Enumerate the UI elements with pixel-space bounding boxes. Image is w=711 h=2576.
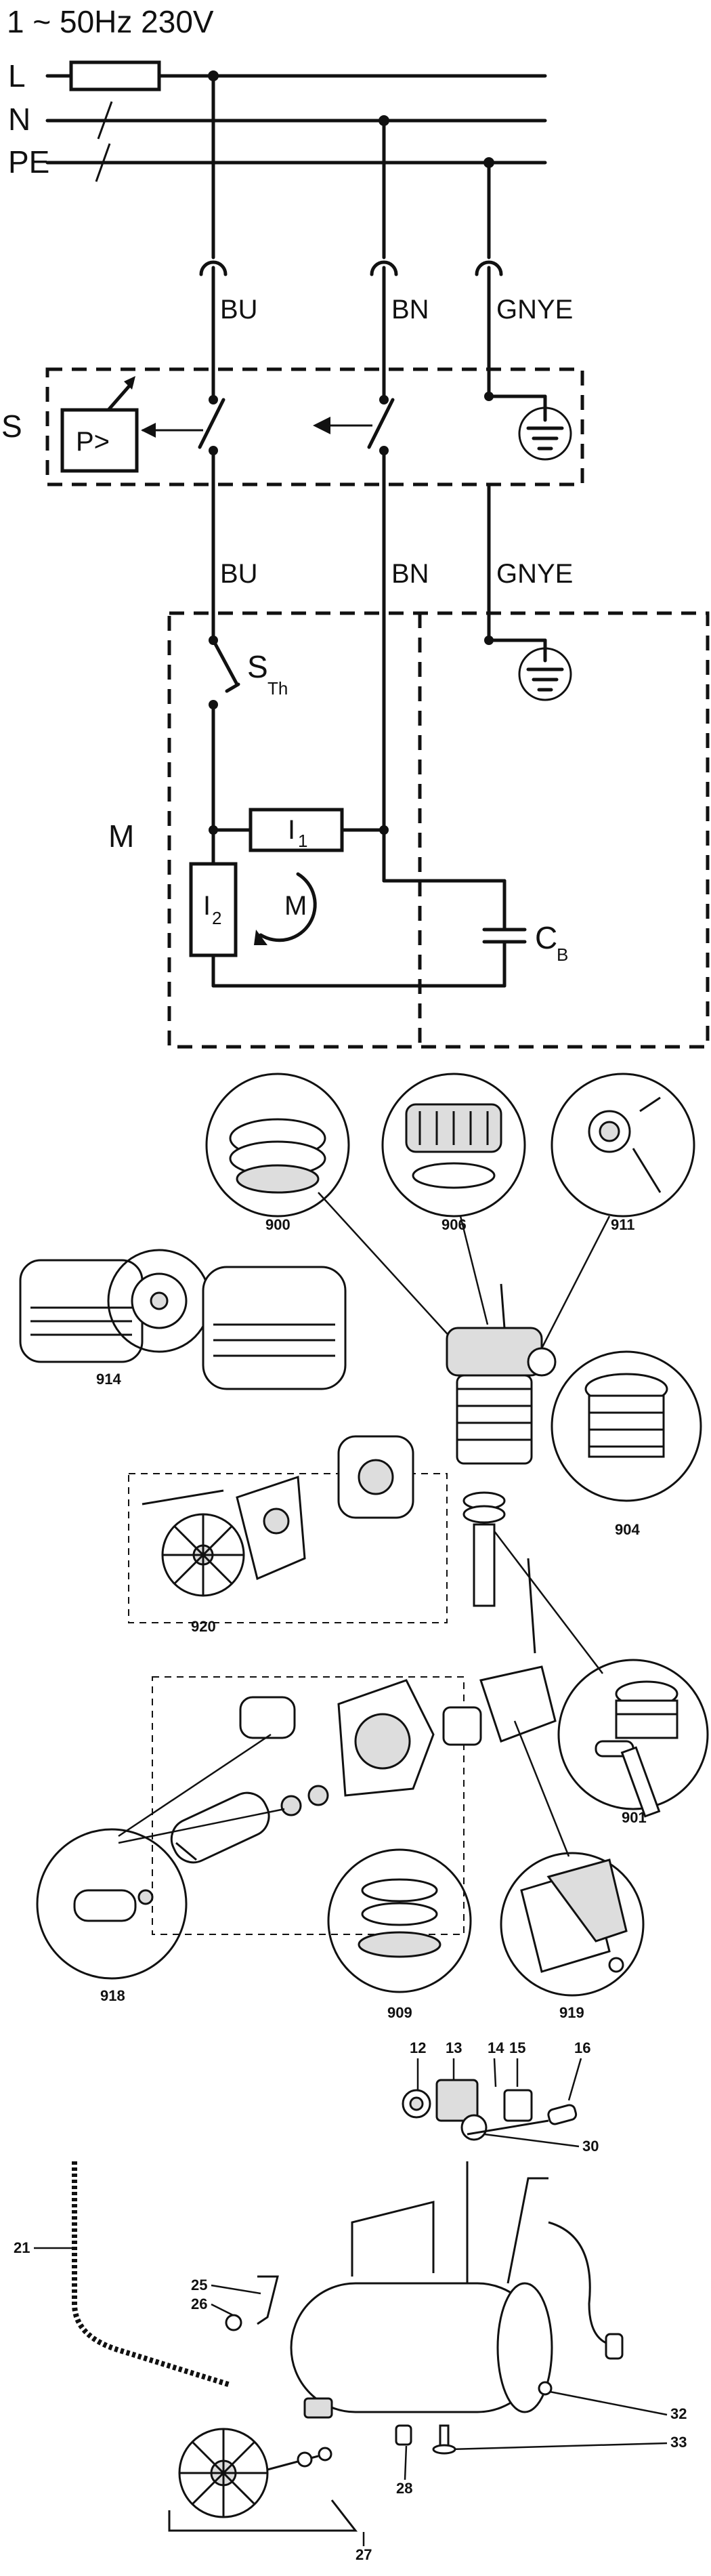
motor-block-outline [167,611,710,1049]
callout-label-904: 904 [615,1521,640,1538]
part-label-27: 27 [356,2546,372,2563]
pressure-switch [435,2079,479,2122]
callout-label-900: 900 [265,1216,290,1233]
regulator [503,2089,533,2122]
wiring-schematic: 1 ~ 50Hz 230V L N PE BU BN GNYE S P> [1,4,710,1049]
part-label-32: 32 [670,2405,687,2422]
callout-label-911: 911 [611,1216,635,1233]
part-label-12: 12 [410,2039,426,2056]
pressure-switch-arrow [106,381,134,412]
wire-label-gnye-bottom: GNYE [496,559,573,589]
earth-symbol-motor [518,647,572,701]
thermal-switch-sub: Th [267,678,288,699]
callout-901: 901 [494,1531,709,1826]
callout-label-918: 918 [100,1987,125,2004]
callout-919: 919 [500,1720,645,2021]
tank-foot [303,2397,333,2419]
winding-i1-label: I [288,815,295,845]
part-label-16: 16 [574,2039,590,2056]
part-label-26: 26 [191,2295,207,2312]
wire-label-bu-top: BU [220,295,258,325]
motor-block-label: M [108,818,134,854]
callout-904: 904 [551,1350,702,1538]
plug-contact-bn [370,260,398,276]
thermal-switch-label: S [247,649,268,684]
switch-block-outline [45,367,584,486]
power-plug [605,2333,624,2360]
air-hose [72,2161,232,2388]
frame-handle [507,2177,548,2284]
winding-i1 [249,808,344,852]
earth-symbol-switch [518,407,572,461]
wheel-kit-bracket [168,2499,358,2532]
motor-rotation-arrow [259,872,317,942]
supply-label: 1 ~ 50Hz 230V [7,4,214,39]
callout-914: 914 [19,1249,347,1390]
motor-bracket [351,2201,435,2277]
wire-label-bu-bottom: BU [220,559,258,589]
callout-906: 906 [381,1073,526,1233]
part-label-30: 30 [582,2138,599,2155]
winding-i2-sub: 2 [212,908,221,928]
pressure-switch-box [60,408,139,473]
callout-920: 920 [128,1435,448,1635]
part-label-15: 15 [509,2039,525,2056]
part-label-33: 33 [670,2434,687,2451]
switch-contact-n [367,398,395,449]
wire-label-bn-top: BN [391,295,429,325]
part-label-13: 13 [446,2039,462,2056]
part-label-14: 14 [488,2039,504,2056]
plug-contact-bu [199,260,228,276]
winding-i2-label: I [203,891,211,921]
switch-block-label: S [1,409,22,444]
part-label-25: 25 [191,2277,207,2293]
part-label-28: 28 [396,2480,412,2497]
part-label-21: 21 [14,2239,30,2256]
motor-symbol-label: M [284,891,307,921]
callout-900: 900 [205,1073,350,1233]
crankcase-motor [152,1558,557,1935]
callout-label-914: 914 [96,1371,121,1388]
line-n-slash [97,101,113,140]
line-label-n: N [8,102,30,137]
capacitor-label: C [535,920,557,955]
callout-909: 909 [327,1848,472,2021]
power-cord [548,2221,610,2346]
line-label-pe: PE [8,144,49,180]
callout-911: 911 [551,1073,695,1233]
switch-contact-l [198,398,225,449]
plug-contact-gnye [475,260,503,276]
callout-label-920: 920 [191,1618,216,1635]
wire-label-bn-bottom: BN [391,559,429,589]
line-label-l: L [8,58,26,94]
callout-label-901: 901 [622,1809,647,1826]
handle-part [257,2275,279,2325]
wheel-kit [178,2428,332,2518]
pressure-switch-label: P> [76,427,110,457]
compressor-exploded-view: 900 906 911 [19,1073,709,2021]
fuse-symbol [69,60,161,91]
capacitor-sub: B [557,944,568,965]
cylinder-assembly [318,1192,611,1607]
callout-label-919: 919 [559,2004,584,2021]
callout-label-909: 909 [387,2004,412,2021]
line-pe-slash [95,143,111,182]
thermal-switch-contact [211,638,239,686]
tank-assembly: 12 13 14 15 16 30 21 25 26 [14,2039,687,2563]
callout-918: 918 [36,1733,285,2004]
winding-i1-sub: 1 [298,831,307,851]
wire-label-gnye-top: GNYE [496,295,573,325]
